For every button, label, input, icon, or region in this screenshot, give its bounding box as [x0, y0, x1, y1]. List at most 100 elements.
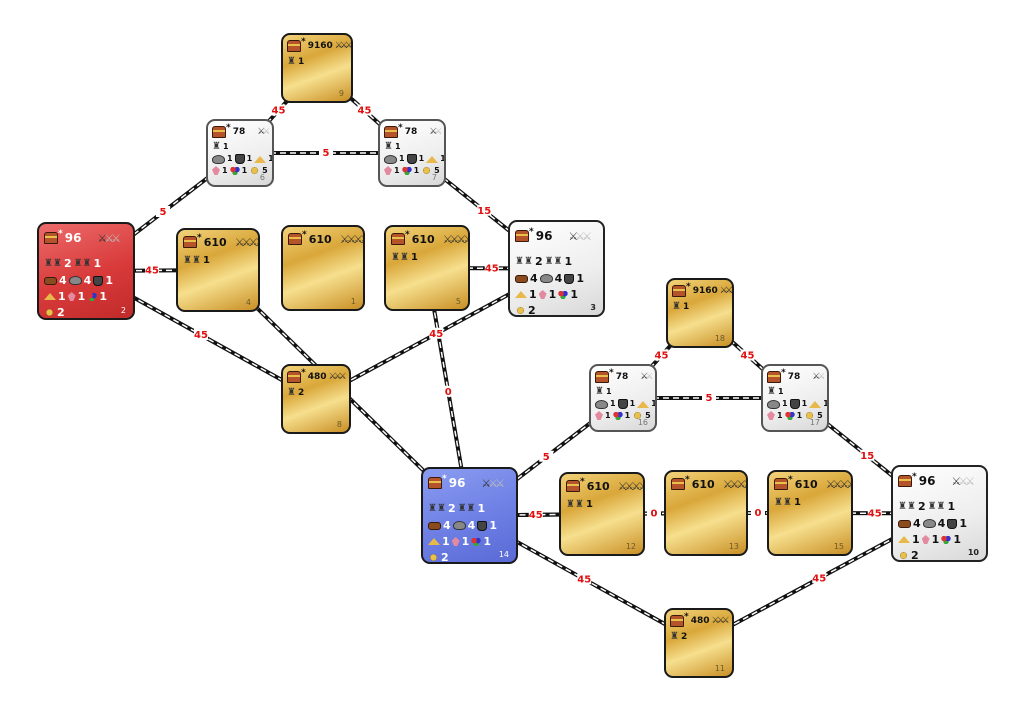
zone-value: 480 [690, 615, 710, 626]
castle-count: 1 [410, 252, 418, 263]
crystal-icon [212, 166, 220, 175]
ore-count: 4 [554, 272, 563, 285]
castle-count: 1 [585, 499, 593, 510]
ore-icon [922, 519, 936, 528]
zone-11[interactable]: *480⚔⚔⚔ ♜2 11 [664, 608, 734, 678]
sulfur-count: 1 [823, 399, 829, 408]
castle-count: 2 [680, 631, 688, 642]
gold-count: 2 [528, 304, 536, 317]
castle-count: 2 [297, 387, 305, 398]
castle-icon: ♜ [287, 56, 296, 67]
link-label-bg [319, 147, 333, 158]
star-icon: * [58, 229, 63, 239]
link-line-inner [315, 267, 557, 400]
zone-13[interactable]: *610⚔⚔⚔⚔ 13 [664, 470, 748, 556]
zone-id: 8 [336, 420, 342, 429]
castle-count: 2 [447, 502, 456, 515]
sulfur-count: 1 [651, 399, 657, 408]
ore-count: 4 [83, 274, 92, 287]
ore-count: 4 [467, 519, 476, 532]
zone-id: 6 [259, 173, 265, 182]
crystal-count: 1 [605, 410, 611, 420]
castle-count: 1 [93, 257, 102, 270]
swords-icon: ⚔⚔⚔ [719, 285, 734, 296]
swords-icon: ⚔⚔⚔ [481, 476, 505, 490]
treasure-chest-icon [287, 40, 301, 52]
gems-count: 1 [413, 165, 420, 175]
castle-count: 1 [202, 255, 210, 266]
crystal-icon [538, 290, 547, 299]
sulfur-count: 1 [442, 535, 450, 548]
castle-icon: ♜♜ [774, 497, 792, 508]
crystal-icon [921, 535, 930, 544]
zone-1[interactable]: *610⚔⚔⚔⚔ 1 [281, 225, 365, 311]
swords-icon: ⚔⚔⚔⚔ [617, 479, 645, 493]
gold-icon [421, 167, 433, 174]
swords-icon: ⚔⚔⚔ [951, 474, 975, 488]
castle-icon: ♜ [212, 141, 221, 152]
zone-id: 4 [245, 298, 251, 307]
zone-value: 610 [411, 232, 435, 246]
mercury-icon [789, 399, 800, 409]
swords-icon: ⚔⚔⚔⚔ [234, 235, 260, 249]
swords-icon: ⚔⚔⚔ [97, 231, 121, 245]
castle-count: 1 [605, 387, 612, 396]
ore-icon [452, 521, 466, 530]
star-icon: * [580, 477, 585, 487]
link-label-bg [577, 573, 592, 585]
gold-icon [44, 309, 55, 316]
zone-4[interactable]: *610⚔⚔⚔⚔ ♜♜1 4 [176, 228, 260, 312]
crystal-icon [767, 411, 775, 420]
zone-value: 78 [232, 126, 246, 137]
zone-value: 78 [615, 371, 629, 382]
wood-icon [428, 521, 441, 530]
sulfur-icon [809, 400, 822, 408]
star-icon: * [529, 227, 534, 237]
zone-id: 9 [338, 89, 344, 98]
castle-count: 1 [793, 497, 801, 508]
zone-value: 9160 [307, 40, 333, 51]
treasure-chest-icon [183, 236, 197, 248]
zone-id: 14 [498, 550, 509, 559]
castle-count: 2 [63, 257, 72, 270]
wood-icon [898, 519, 911, 528]
crystal-icon [451, 537, 460, 546]
crystal-icon [384, 166, 392, 175]
zone-8[interactable]: *480⚔⚔⚔ ♜2 8 [281, 364, 351, 434]
treasure-chest-icon [672, 285, 686, 297]
star-icon: * [301, 368, 306, 378]
zone-value: 610 [586, 479, 610, 493]
treasure-chest-icon [287, 371, 301, 383]
castle-count: 1 [297, 56, 305, 67]
mercury-count: 1 [246, 154, 253, 163]
zone-18[interactable]: *9160⚔⚔⚔ ♜1 18 [666, 278, 734, 348]
zone-id: 10 [967, 548, 979, 557]
link-label: 0 [755, 508, 762, 519]
swords-icon: ⚔⚔ [640, 371, 653, 382]
link-label: 45 [812, 573, 826, 584]
zone-value: 96 [448, 476, 466, 490]
zone-12[interactable]: *610⚔⚔⚔⚔ ♜♜1 12 [559, 472, 645, 556]
zone-9[interactable]: *9160⚔⚔⚔ ♜1 9 [281, 33, 353, 103]
castle-count: 2 [917, 500, 926, 513]
castle-icon: ♜♜ [391, 252, 409, 263]
wood-count: 4 [530, 272, 538, 285]
crystal-icon [67, 292, 76, 301]
gold-icon [898, 552, 909, 559]
zone-15[interactable]: *610⚔⚔⚔⚔ ♜♜1 15 [767, 470, 853, 556]
zone-value: 610 [203, 235, 227, 249]
zone-5[interactable]: *610⚔⚔⚔⚔ ♜♜1 5 [384, 225, 470, 311]
star-icon: * [788, 475, 793, 485]
gems-icon [612, 411, 623, 420]
gems-count: 1 [796, 410, 803, 420]
gems-icon [87, 292, 98, 301]
